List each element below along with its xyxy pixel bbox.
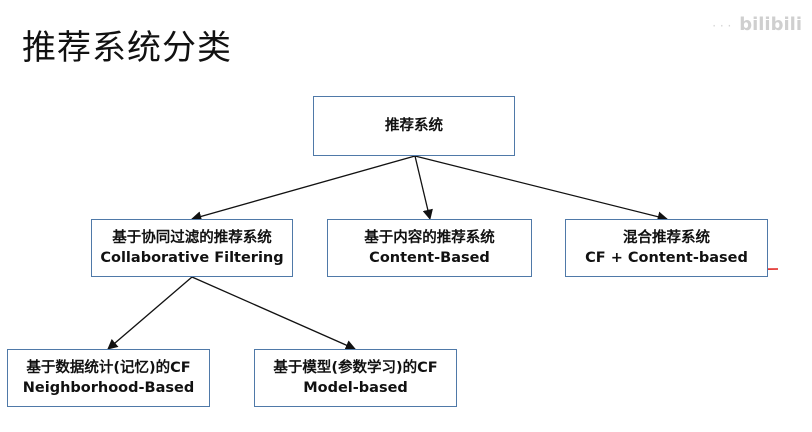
edge-root-to-hybrid: [414, 155, 669, 222]
node-recommender-system: 推荐系统: [313, 96, 515, 156]
node-cf-label-en: Collaborative Filtering: [100, 250, 284, 266]
node-content-label-cn: 基于内容的推荐系统: [364, 230, 495, 246]
node-model-label-cn: 基于模型(参数学习)的CF: [273, 360, 438, 376]
node-model-based: 基于模型(参数学习)的CF Model-based: [254, 349, 457, 407]
edge-root-to-content: [414, 155, 433, 221]
page-title: 推荐系统分类: [22, 28, 232, 68]
node-hybrid-label-cn: 混合推荐系统: [623, 230, 710, 246]
watermark: · · · bilibili: [712, 14, 802, 35]
node-cf-label-cn: 基于协同过滤的推荐系统: [112, 230, 272, 246]
edge-cf-to-neighborhood: [107, 276, 193, 350]
edge-root-to-cf: [190, 155, 416, 222]
node-neighborhood-based: 基于数据统计(记忆)的CF Neighborhood-Based: [7, 349, 210, 407]
node-recommender-system-label: 推荐系统: [385, 118, 443, 134]
node-hybrid-label-en: CF + Content-based: [585, 250, 748, 266]
node-content-based: 基于内容的推荐系统 Content-Based: [327, 219, 532, 277]
watermark-text: · · ·: [712, 19, 732, 33]
node-model-label-en: Model-based: [303, 380, 408, 396]
node-collaborative-filtering: 基于协同过滤的推荐系统 Collaborative Filtering: [91, 219, 293, 277]
node-neighborhood-label-cn: 基于数据统计(记忆)的CF: [26, 360, 191, 376]
node-neighborhood-label-en: Neighborhood-Based: [22, 380, 195, 396]
node-hybrid: 混合推荐系统 CF + Content-based: [565, 219, 768, 277]
node-content-label-en: Content-Based: [369, 250, 490, 266]
bilibili-logo-icon: bilibili: [739, 14, 802, 35]
edge-cf-to-model: [191, 276, 356, 350]
